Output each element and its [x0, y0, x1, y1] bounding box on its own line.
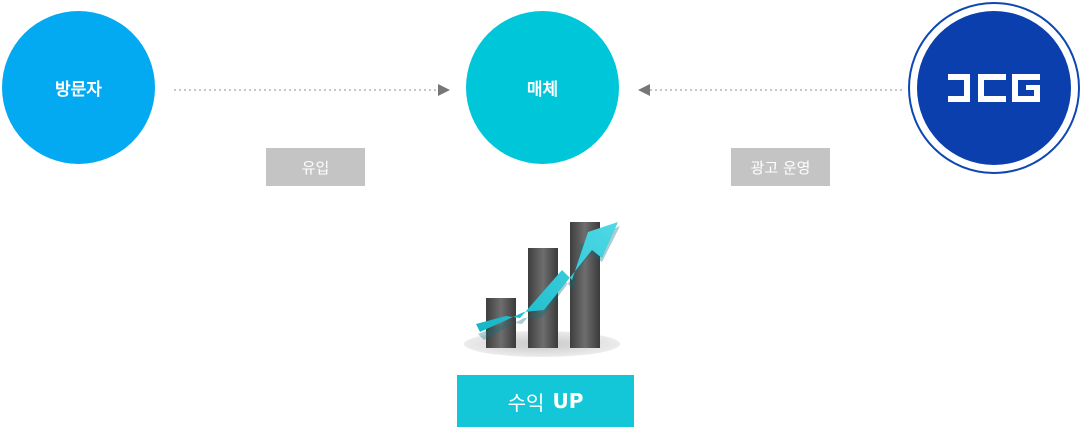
ad-operation-label: 광고 운영 [750, 158, 811, 177]
media-node: 매체 [466, 11, 619, 164]
visitor-node: 방문자 [2, 11, 155, 164]
revenue-up-banner: 수익 UP [457, 375, 634, 427]
visitor-label: 방문자 [55, 80, 102, 100]
jcg-logo [948, 74, 1040, 102]
media-label: 매체 [526, 80, 559, 100]
arrow-operator-to-media [638, 84, 904, 96]
arrow-visitor-to-media [174, 84, 450, 96]
inflow-label: 유입 [301, 158, 330, 177]
up-label: UP [552, 389, 584, 413]
operator-node: JCG [917, 11, 1071, 165]
inflow-tag: 유입 [266, 148, 365, 186]
ad-operation-tag: 광고 운영 [731, 148, 830, 186]
revenue-label: 수익 [507, 390, 545, 415]
rising-bar-chart-icon [464, 222, 620, 357]
